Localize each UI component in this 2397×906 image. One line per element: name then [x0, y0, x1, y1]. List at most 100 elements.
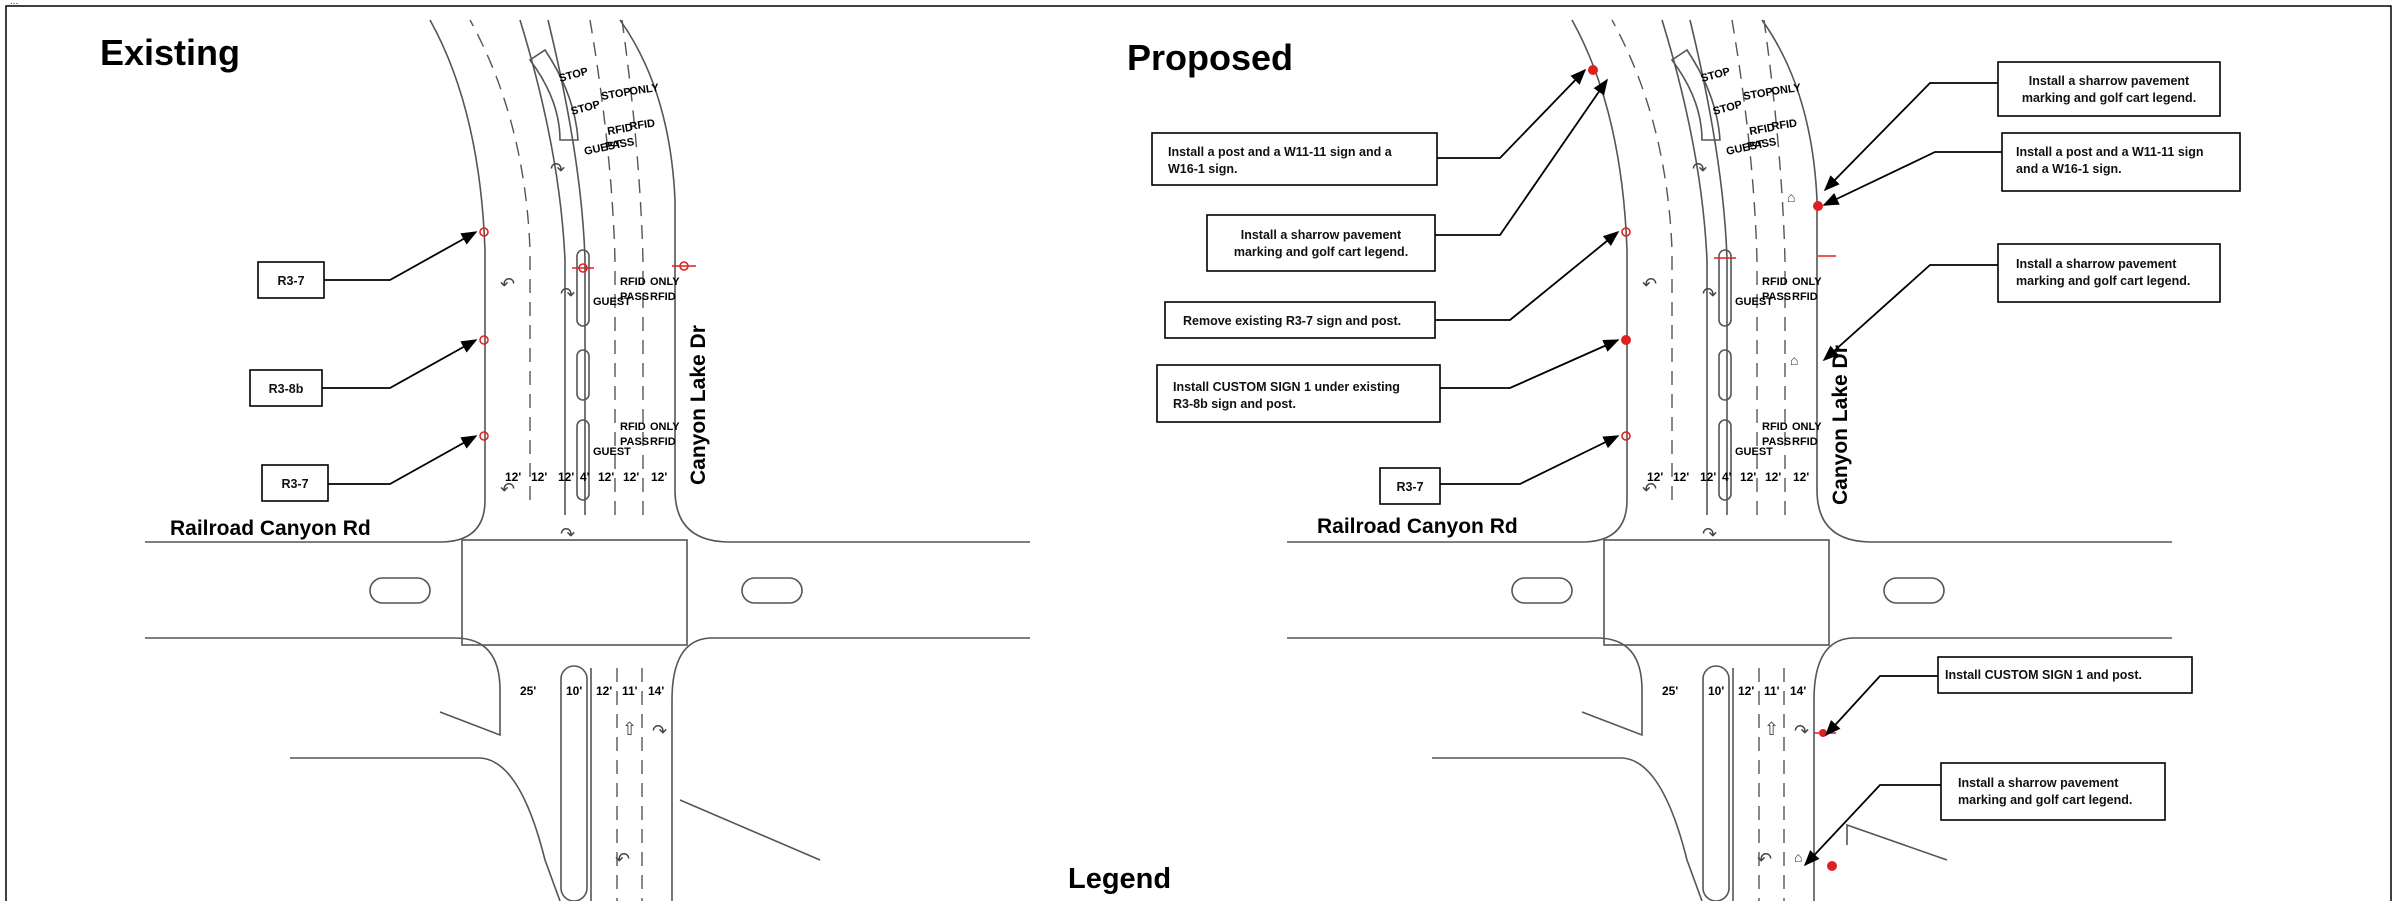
- channelizer-3: [576, 419, 590, 501]
- existing-sign-icon: [1621, 227, 1631, 237]
- stop-word: STOP: [1742, 86, 1773, 103]
- rfid-word: RFID: [650, 436, 676, 448]
- turn-arrow-icon: ↷: [560, 284, 575, 304]
- lane-words: STOP STOP STOP RFID PASS ONLY RFID GUEST…: [1700, 66, 1823, 458]
- lane-line-2: [1661, 19, 1708, 515]
- callout-line: Install CUSTOM SIGN 1 and post.: [1945, 668, 2142, 682]
- rfid-word: RFID: [1762, 276, 1788, 288]
- leader-line: [322, 339, 478, 389]
- lane-width: 4': [580, 470, 590, 484]
- leader-line: [328, 435, 478, 485]
- lane-line-1: [1611, 19, 1673, 500]
- up-arrow-icon: ⇧: [1764, 719, 1779, 739]
- rfid-word: RFID: [1771, 118, 1798, 133]
- sign-r3-8b-icon: [479, 335, 489, 345]
- turn-arrow-icon: ↶: [1757, 849, 1772, 869]
- callout-line: marking and golf cart legend.: [1234, 245, 1408, 259]
- lane-line-5: [1763, 19, 1786, 515]
- callout-box: [1997, 243, 2221, 303]
- street-canyon-lake: Canyon Lake Dr: [687, 325, 710, 485]
- pass-word: PASS: [1762, 291, 1791, 303]
- new-sign-icon: [1588, 65, 1598, 75]
- pass-word: PASS: [620, 436, 649, 448]
- lane-line-1: [469, 19, 531, 500]
- turn-arrow-icon: ↷: [550, 159, 565, 179]
- south-median: [1702, 665, 1730, 902]
- east-curb-south: [1813, 637, 2172, 901]
- proposed-panel: Proposed STOP ST: [1127, 19, 2241, 902]
- channelizer-3: [1718, 419, 1732, 501]
- lane-width: 10': [566, 684, 582, 698]
- east-median: [741, 577, 803, 604]
- callout-box: [1151, 132, 1438, 186]
- leader-line: [1437, 68, 1587, 159]
- channelizer-2: [576, 349, 590, 401]
- stop-word: STOP: [1700, 66, 1732, 85]
- rfid-word: RFID: [1762, 421, 1788, 433]
- callout-line: marking and golf cart legend.: [2016, 274, 2190, 288]
- sharrow-marks: ⌂ ⌂ ⌂: [1787, 189, 1802, 865]
- west-curb-south: [1287, 637, 1643, 737]
- callout-line: Install a sharrow pavement: [2029, 74, 2190, 88]
- only-word: ONLY: [650, 421, 680, 433]
- turn-arrow-icon: ↶: [1642, 479, 1657, 499]
- lane-width: 25': [1662, 684, 1678, 698]
- channelizer-1: [1718, 249, 1732, 327]
- leader-line: [1440, 339, 1620, 389]
- leader-line: [1803, 784, 1941, 867]
- lane-width: 12': [598, 470, 614, 484]
- lane-width: 10': [1708, 684, 1724, 698]
- guest-word: GUEST: [1725, 138, 1765, 158]
- southwest-curb: [290, 757, 561, 902]
- existing-panel: Existing STOP STOP STOP RFID PASS: [100, 19, 1030, 902]
- sharrow-icon: ⌂: [1787, 189, 1795, 205]
- street-canyon-lake: Canyon Lake Dr: [1829, 345, 1852, 505]
- turn-arrow-icon: ↶: [615, 849, 630, 869]
- callout-box: [257, 261, 325, 299]
- leader-line: [1824, 675, 1938, 737]
- west-median: [1511, 577, 1573, 604]
- only-word: ONLY: [1792, 276, 1822, 288]
- sharrow-icon: ⌂: [1790, 352, 1798, 368]
- west-curb-north: [145, 19, 486, 543]
- sheet-border: [5, 5, 2392, 906]
- west-median: [369, 577, 431, 604]
- channelizer-2: [1718, 349, 1732, 401]
- lane-width: 12': [558, 470, 574, 484]
- street-railroad-canyon: Railroad Canyon Rd: [1317, 515, 1518, 538]
- callout-line: Remove existing R3-7 sign and post.: [1183, 314, 1401, 328]
- callout-box: [1940, 762, 2166, 821]
- lane-width: 12': [505, 470, 521, 484]
- turn-arrow-icon: ↷: [1702, 284, 1717, 304]
- proposed-signs: [1588, 65, 1837, 871]
- callout-line: Install a post and a W11-11 sign: [2016, 145, 2204, 159]
- callout-box: [1206, 214, 1436, 272]
- pass-word: PASS: [1762, 436, 1791, 448]
- lane-width: 12': [1700, 470, 1716, 484]
- leader-line: [1440, 435, 1620, 485]
- south-median: [560, 665, 588, 902]
- callout-line: Install a sharrow pavement: [1958, 776, 2119, 790]
- lane-width: 14': [1790, 684, 1806, 698]
- west-curb-south: [145, 637, 501, 737]
- callout-box: [1937, 656, 2193, 694]
- leader-line: [1435, 78, 1608, 236]
- rfid-word: RFID: [629, 118, 656, 133]
- lane-width: 12': [531, 470, 547, 484]
- callout-box: [1156, 364, 1441, 423]
- east-curb-north: [1761, 19, 2172, 543]
- guest-word: GUEST: [583, 138, 623, 158]
- lane-width: 12': [1647, 470, 1663, 484]
- guest-word: GUEST: [593, 446, 631, 458]
- turn-arrow-icon: ↶: [500, 479, 515, 499]
- turn-arrow-icon: ↷: [652, 721, 667, 741]
- existing-signs: [479, 227, 696, 441]
- callout-line: R3-8b sign and post.: [1173, 397, 1296, 411]
- rfid-word: RFID: [606, 122, 633, 138]
- leader-line: [1435, 230, 1620, 321]
- southeast-edge: [679, 799, 821, 861]
- turn-arrow-icon: ↶: [500, 274, 515, 294]
- leader-line: [1823, 82, 1998, 192]
- guest-word: GUEST: [1735, 296, 1773, 308]
